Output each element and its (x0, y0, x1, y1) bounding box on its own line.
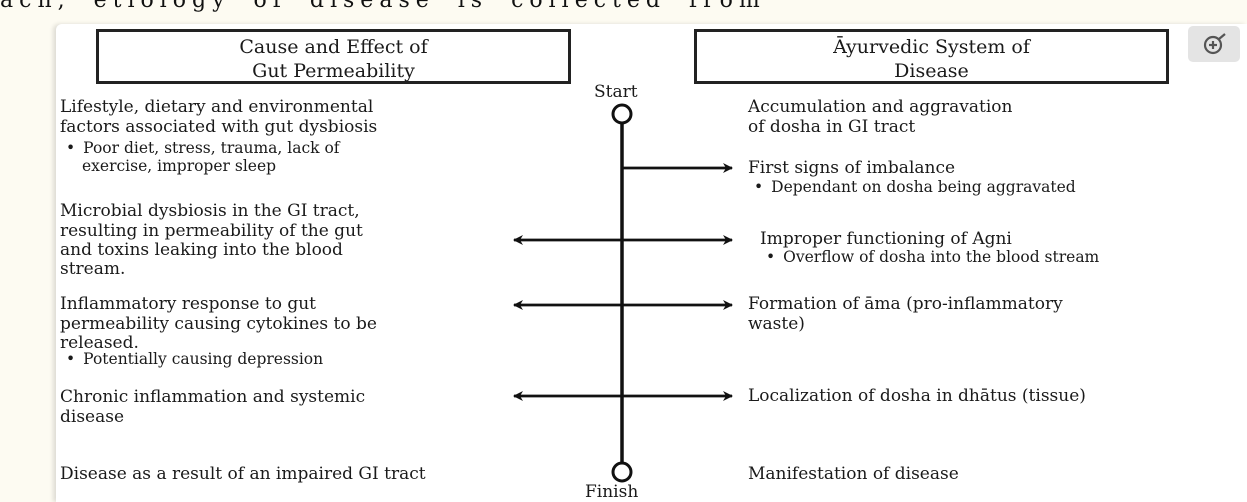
left-item-5-line-1: Disease as a result of an impaired GI tr… (60, 464, 426, 484)
finish-label: Finish (585, 482, 639, 502)
header-left: Cause and Effect of Gut Permeability (96, 29, 571, 84)
left-item-1-line-2: factors associated with gut dysbiosis (60, 117, 378, 137)
right-item-6-line-1: Manifestation of disease (748, 464, 959, 484)
left-item-3-line-2: permeability causing cytokines to be (60, 314, 377, 334)
left-item-4-line-2: disease (60, 407, 125, 427)
left-item-2-line-1: Microbial dysbiosis in the GI tract, (60, 201, 360, 221)
left-item-3-line-3: released. (60, 333, 139, 353)
figure-panel (56, 24, 1247, 502)
right-item-4-line-1: Formation of āma (pro-inflammatory (748, 294, 1063, 314)
zoom-button[interactable] (1188, 26, 1240, 62)
right-item-3-line-1: Improper functioning of Agni (760, 229, 1012, 249)
left-item-2-line-3: and toxins leaking into the blood (60, 240, 343, 260)
left-item-3-bullet-line-1: Potentially causing depression (66, 350, 323, 368)
left-item-4-line-1: Chronic inflammation and systemic (60, 387, 366, 407)
left-item-2-line-2: resulting in permeability of the gut (60, 221, 363, 241)
timeline-finish-node (611, 461, 633, 483)
left-item-1-bullet: Poor diet, stress, trauma, lack of (66, 138, 340, 158)
right-item-4-line-2: waste) (748, 314, 805, 334)
left-item-1-bullet-line-1: Poor diet, stress, trauma, lack of (66, 139, 340, 157)
right-item-2-line-1: First signs of imbalance (748, 158, 956, 178)
left-item-3-bullet: Potentially causing depression (66, 349, 323, 369)
left-item-3-line-1: Inflammatory response to gut (60, 294, 317, 314)
left-item-1-line-1: Lifestyle, dietary and environmental (60, 97, 374, 117)
right-item-2-bullet: Dependant on dosha being aggravated (754, 177, 1076, 197)
timeline-start-node (611, 103, 633, 125)
header-left-line-1: Cause and Effect of (239, 36, 428, 58)
header-right: Āyurvedic System of Disease (694, 29, 1169, 84)
right-item-2-bullet-line-1: Dependant on dosha being aggravated (754, 178, 1076, 196)
zoom-in-icon (1203, 33, 1226, 55)
right-item-3-bullet: Overflow of dosha into the blood stream (766, 247, 1099, 267)
header-right-line-2: Disease (894, 60, 969, 82)
start-label: Start (594, 82, 638, 102)
right-item-5-line-1: Localization of dosha in dhātus (tissue) (748, 386, 1086, 406)
right-item-1-line-1: Accumulation and aggravation (748, 97, 1013, 117)
header-left-line-2: Gut Permeability (252, 60, 415, 82)
left-item-1-bullet-line-2: exercise, improper sleep (82, 157, 277, 175)
right-item-3-bullet-line-1: Overflow of dosha into the blood stream (766, 248, 1099, 266)
left-item-2-line-4: stream. (60, 259, 126, 279)
header-right-line-1: Āyurvedic System of (833, 36, 1030, 58)
cropped-page-text: ach, etiology of disease is collected fr… (0, 0, 766, 13)
right-item-1-line-2: of dosha in GI tract (748, 117, 916, 137)
